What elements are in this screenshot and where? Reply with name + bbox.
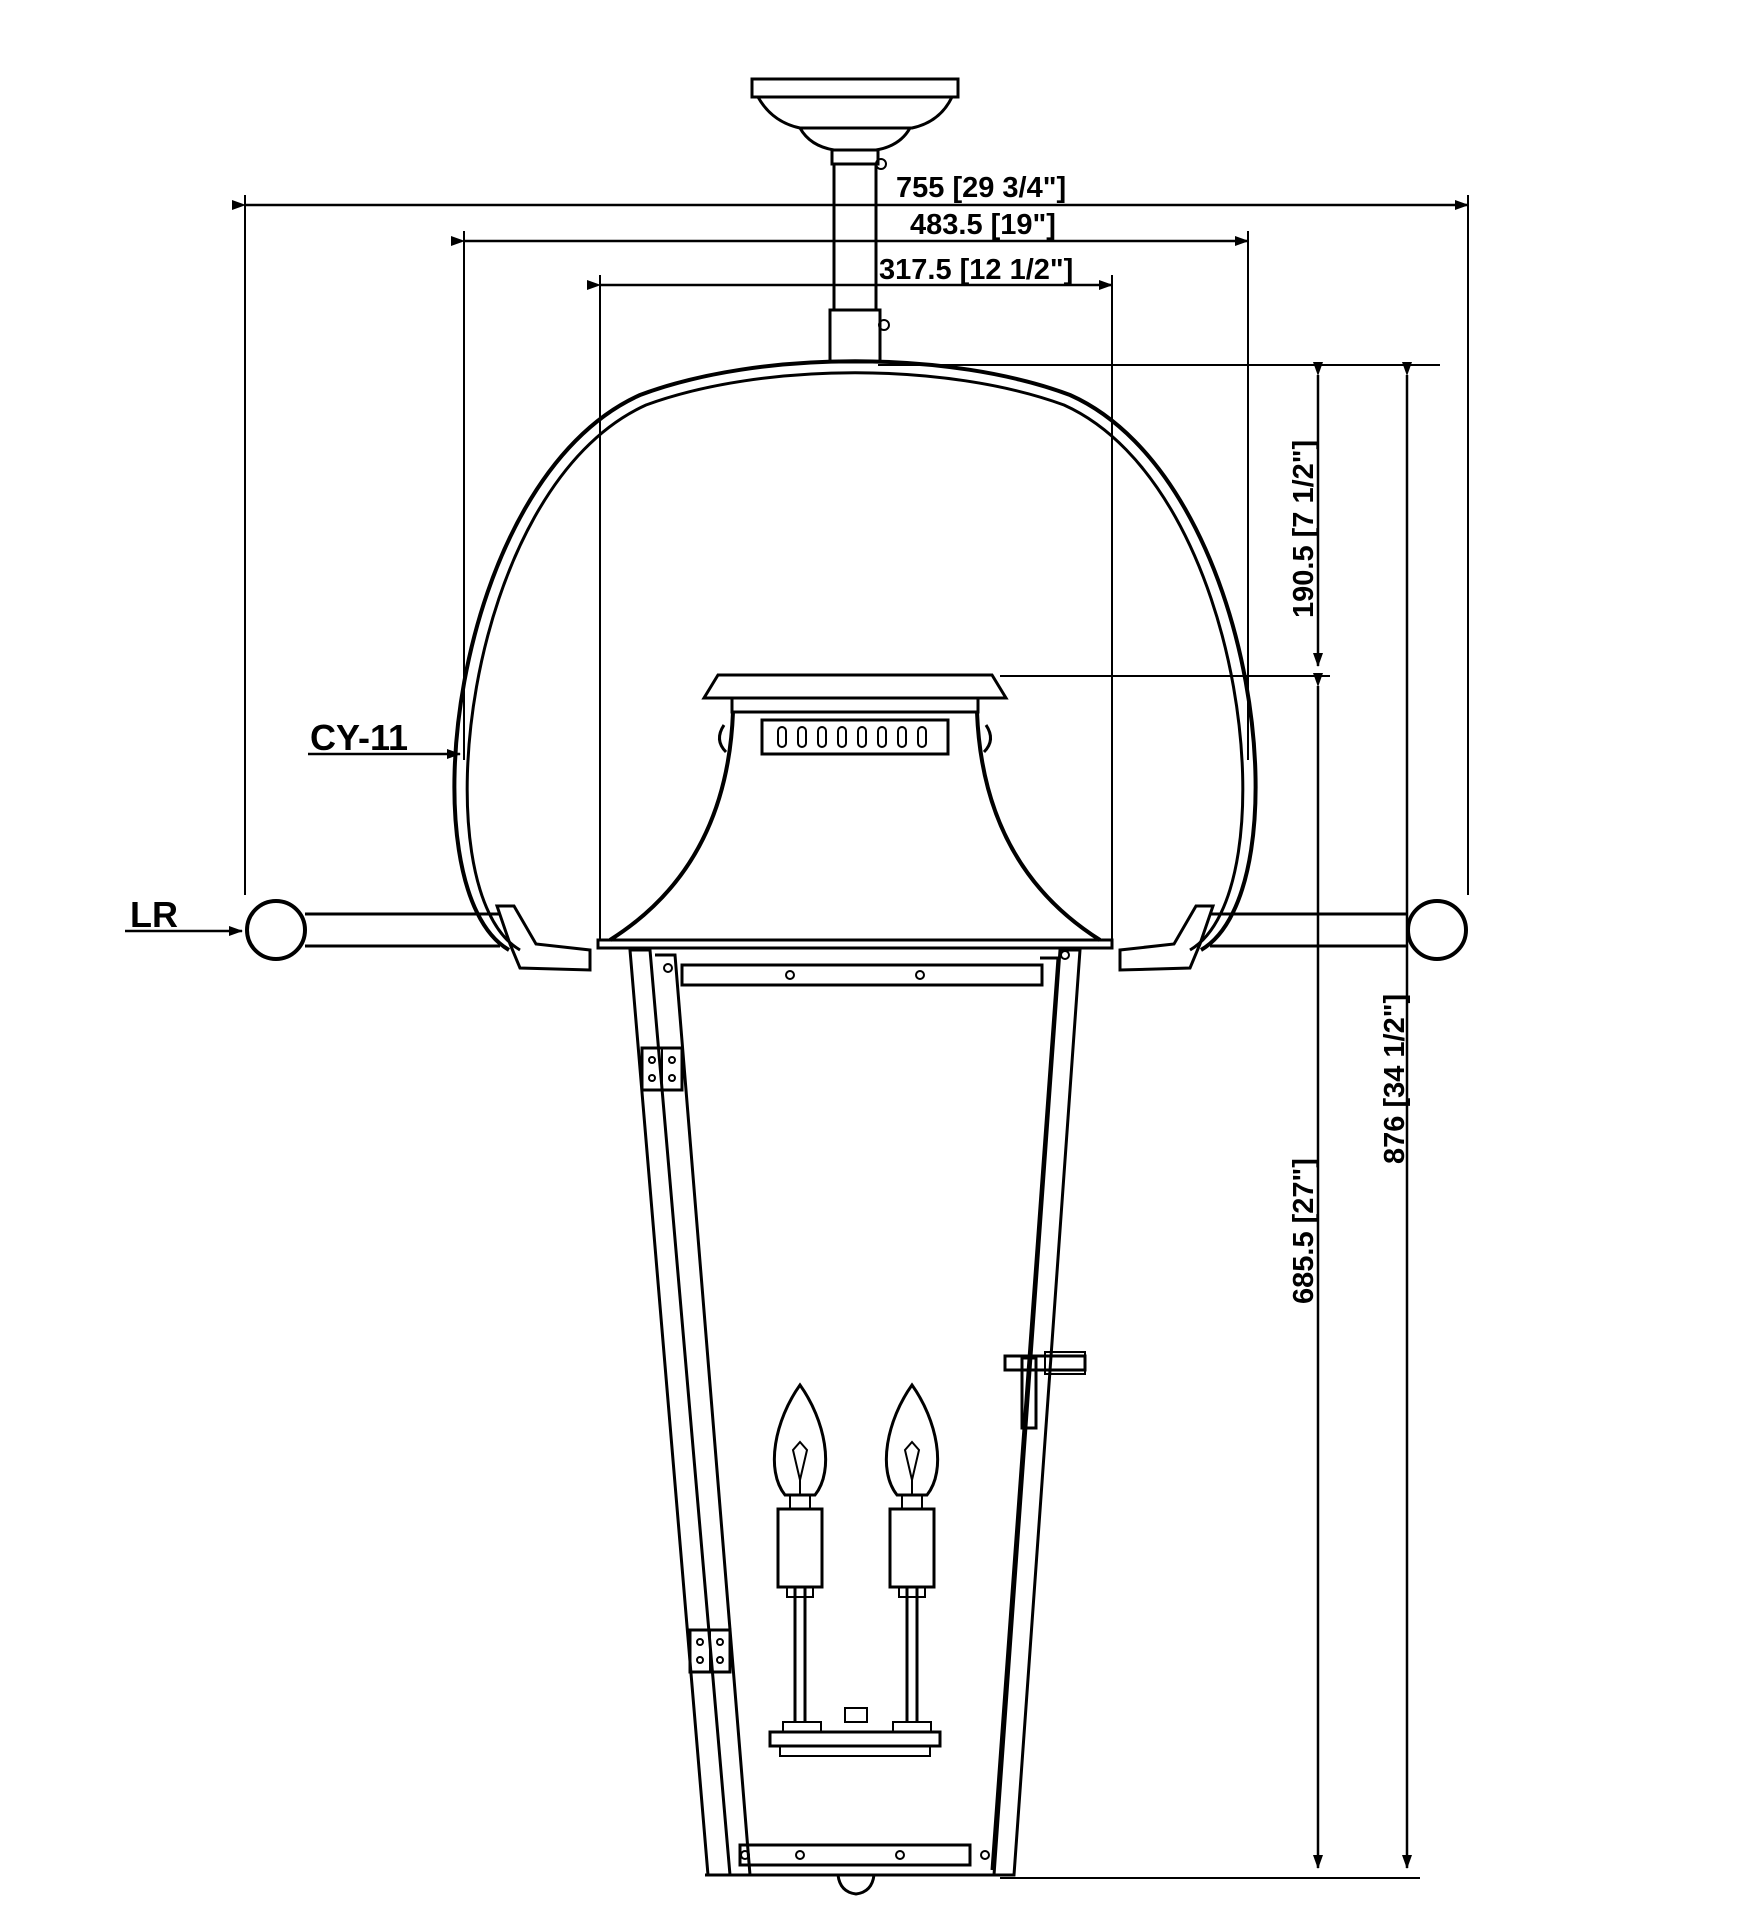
ceiling-canopy bbox=[750, 77, 960, 170]
side-arms bbox=[245, 899, 1468, 961]
candle-right bbox=[884, 1382, 940, 1722]
lantern-width-label: 317.5 [12 1/2"] bbox=[879, 254, 1073, 286]
lantern-top bbox=[596, 673, 1114, 950]
overall-height-label: 876 [34 1/2"] bbox=[1379, 994, 1411, 1164]
candle-cluster bbox=[768, 1382, 942, 1757]
dome-height-label: 190.5 [7 1/2"] bbox=[1288, 440, 1320, 618]
dimension-lines bbox=[125, 195, 1469, 1879]
lantern-frame bbox=[628, 948, 1087, 1896]
dome-shade bbox=[452, 359, 1258, 972]
overall-width-label: 755 [29 3/4"] bbox=[896, 172, 1066, 204]
lantern-height-label: 685.5 [27"] bbox=[1288, 1158, 1320, 1304]
shade-width-label: 483.5 [19"] bbox=[910, 209, 1056, 241]
candle-left bbox=[772, 1382, 828, 1722]
arm-callout-label: LR bbox=[130, 894, 178, 935]
shade-callout-label: CY-11 bbox=[310, 717, 408, 758]
